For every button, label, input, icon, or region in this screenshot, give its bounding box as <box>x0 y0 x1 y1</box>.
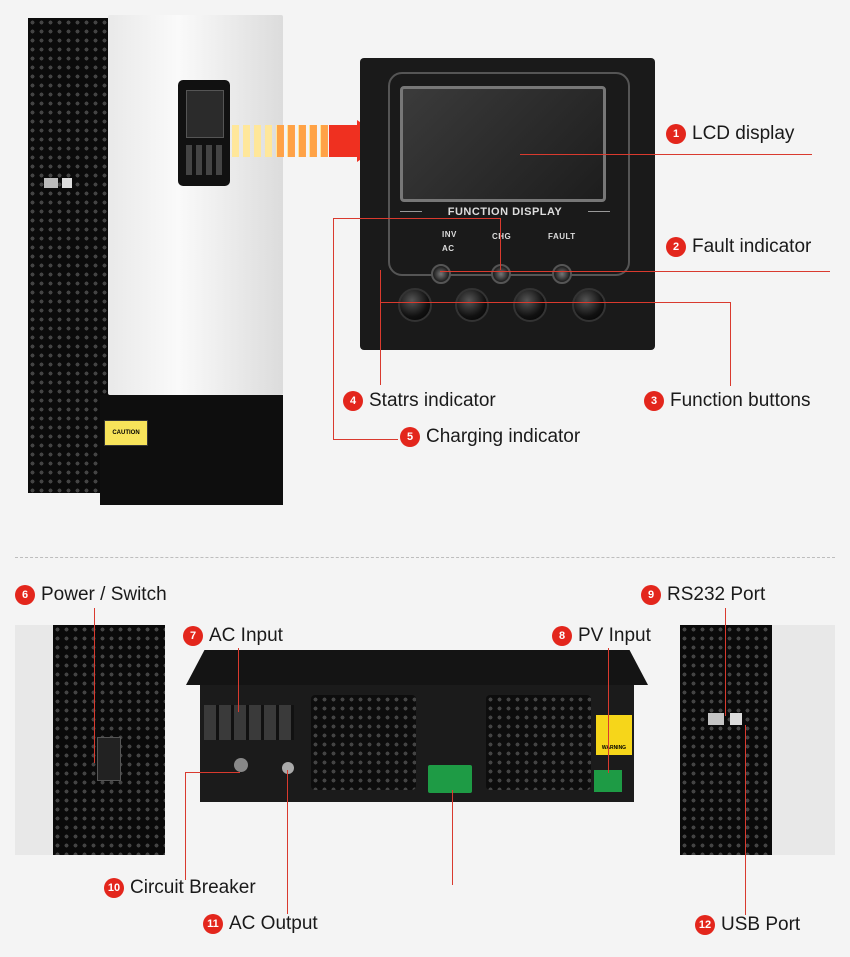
ac-input-terminals <box>204 705 294 740</box>
callout-lcd-display: 1 LCD display <box>666 123 794 145</box>
callout-label: RS232 Port <box>667 584 766 605</box>
callout-rs232-port: 9 RS232 Port <box>641 584 765 606</box>
callout-number: 5 <box>400 427 420 447</box>
rs232-port[interactable] <box>708 713 724 725</box>
callout-label: Statrs indicator <box>369 390 496 411</box>
callout-number: 6 <box>15 585 35 605</box>
ac-output-port[interactable] <box>282 762 294 774</box>
caution-sticker: CAUTION <box>104 420 148 446</box>
fault-label: FAULT <box>548 232 576 241</box>
inverter-side-vents <box>28 18 110 493</box>
callout-fault-indicator: 2 Fault indicator <box>666 236 811 258</box>
chg-label: CHG <box>492 232 512 241</box>
callout-usb-port: 12 USB Port <box>695 914 800 936</box>
callout-number: 2 <box>666 237 686 257</box>
callout-number: 1 <box>666 124 686 144</box>
callout-power-switch: 6 Power / Switch <box>15 584 167 606</box>
callout-label: Circuit Breaker <box>130 877 256 898</box>
inverter-base <box>100 395 283 505</box>
callout-number: 4 <box>343 391 363 411</box>
ac-inv-led <box>431 264 451 284</box>
usb-port[interactable] <box>730 713 742 725</box>
rs232-port-front <box>44 178 58 188</box>
fault-led <box>552 264 572 284</box>
section-divider <box>15 557 835 558</box>
callout-label: PV Input <box>578 625 651 646</box>
callout-label: Fault indicator <box>692 236 812 257</box>
callout-number: 3 <box>644 391 664 411</box>
callout-number: 7 <box>183 626 203 646</box>
callout-number: 11 <box>203 914 223 934</box>
inverter-front-view: CAUTION <box>20 10 290 510</box>
power-switch[interactable] <box>97 737 121 781</box>
pv-input-terminal[interactable] <box>594 770 622 792</box>
lcd-display[interactable] <box>400 86 606 202</box>
callout-label: AC Output <box>229 913 318 934</box>
callout-function-buttons: 3 Function buttons <box>644 390 810 412</box>
callout-status-indicator: 4 Statrs indicator <box>343 390 496 412</box>
fan-right <box>486 695 591 790</box>
chg-led <box>491 264 511 284</box>
callout-label: LCD display <box>692 123 795 144</box>
circuit-breaker-knob[interactable] <box>234 758 248 772</box>
inverter-bottom-panel: WARNING <box>186 650 648 802</box>
callout-pv-input: 8 PV Input <box>552 625 651 647</box>
fan-left <box>311 695 416 790</box>
usb-port-front <box>62 178 72 188</box>
up-button[interactable] <box>455 288 489 322</box>
callout-circuit-breaker: 10 Circuit Breaker <box>104 877 256 899</box>
enter-button[interactable] <box>572 288 606 322</box>
inv-label: INV <box>442 230 457 239</box>
callout-number: 12 <box>695 915 715 935</box>
callout-label: AC Input <box>209 625 283 646</box>
ac-label: AC <box>442 244 455 253</box>
callout-label: Power / Switch <box>41 584 167 605</box>
callout-number: 8 <box>552 626 572 646</box>
callout-label: Charging indicator <box>426 426 581 447</box>
callout-ac-output: 11 AC Output <box>203 913 318 935</box>
callout-label: Function buttons <box>670 390 811 411</box>
control-panel: FUNCTION DISPLAY INV AC CHG FAULT <box>360 58 655 350</box>
side-view-right <box>680 625 835 855</box>
inverter-front-face <box>108 15 283 395</box>
warning-sticker: WARNING <box>596 715 632 755</box>
side-view-left <box>15 625 165 855</box>
callout-ac-input: 7 AC Input <box>183 625 283 647</box>
callout-number: 10 <box>104 878 124 898</box>
function-display-label: FUNCTION DISPLAY <box>447 206 563 218</box>
callout-number: 9 <box>641 585 661 605</box>
callout-charging-indicator: 5 Charging indicator <box>400 426 580 448</box>
callout-label: USB Port <box>721 914 801 935</box>
battery-terminal[interactable] <box>428 765 472 793</box>
inverter-control-module <box>178 80 230 186</box>
esc-button[interactable] <box>398 288 432 322</box>
down-button[interactable] <box>513 288 547 322</box>
